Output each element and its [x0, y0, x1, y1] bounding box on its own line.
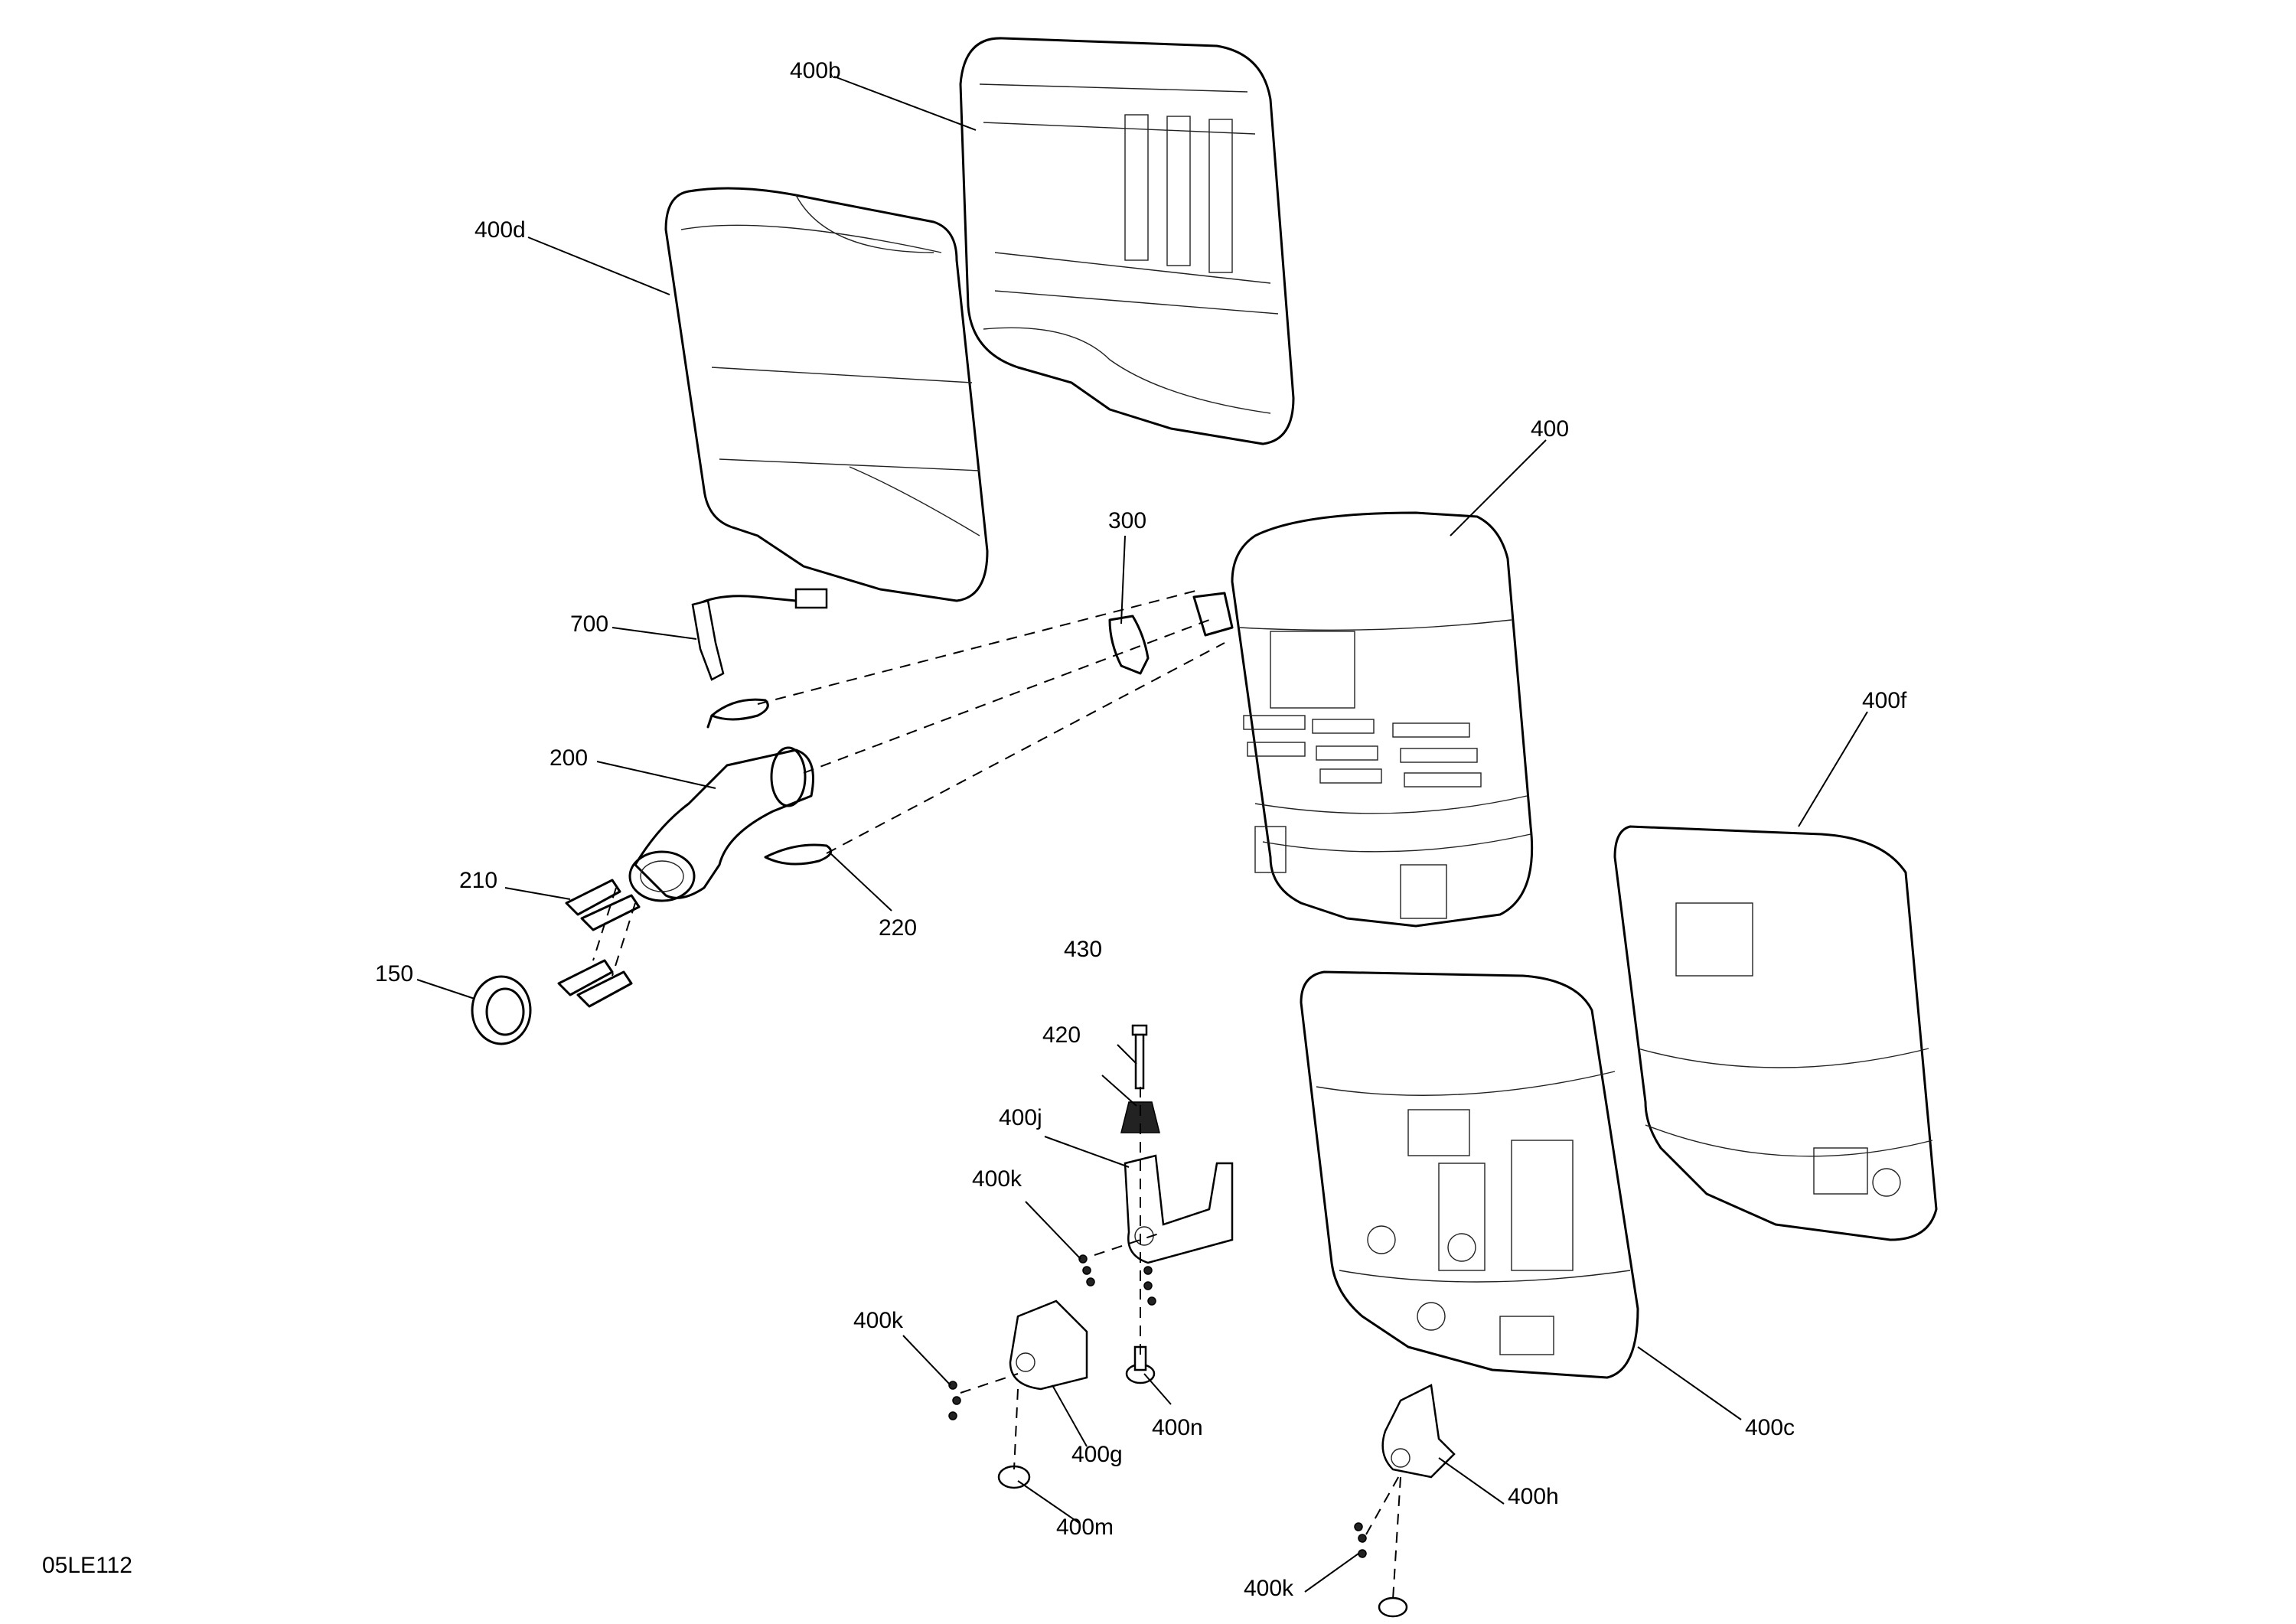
callout-400d: 400d — [475, 217, 526, 243]
callout-200: 200 — [550, 745, 588, 771]
heat-shield-400f — [1613, 825, 1938, 1241]
heat-shield-400d — [664, 187, 989, 602]
callout-400n: 400n — [1152, 1415, 1203, 1440]
callout-400c: 400c — [1745, 1415, 1795, 1440]
muffler-400 — [1192, 511, 1534, 928]
callout-400m: 400m — [1056, 1515, 1114, 1540]
alignment-lines — [592, 589, 1401, 1600]
callout-400k-2: 400k — [853, 1308, 904, 1333]
heat-shield-400b — [959, 37, 1295, 445]
callout-labels: 400b 400d 400 300 700 200 210 150 220 40… — [42, 58, 1907, 1601]
callout-700: 700 — [570, 611, 608, 637]
callout-400k-1: 400k — [972, 1166, 1022, 1192]
spring-220 — [764, 843, 833, 866]
spring-clamp-upper — [706, 698, 769, 729]
exhaust-pipe-200 — [628, 746, 814, 902]
bracket-400g — [1009, 1300, 1088, 1391]
oxygen-sensor-700 — [691, 588, 828, 681]
callout-150: 150 — [375, 961, 413, 986]
callout-430: 430 — [1064, 937, 1102, 962]
callout-400h: 400h — [1508, 1484, 1559, 1509]
screws-400k — [948, 1254, 1367, 1558]
bracket-400j — [1124, 1154, 1234, 1264]
grommet-420 — [1120, 1101, 1160, 1133]
callout-400j: 400j — [999, 1105, 1042, 1130]
callout-400g: 400g — [1071, 1442, 1123, 1467]
grommet-400m — [997, 1465, 1031, 1489]
callout-400b: 400b — [790, 58, 841, 83]
callout-420: 420 — [1042, 1022, 1081, 1048]
heat-shield-400c — [1300, 970, 1639, 1379]
callout-400f: 400f — [1862, 688, 1907, 713]
ring-150 — [471, 975, 532, 1045]
callout-220: 220 — [879, 915, 917, 941]
gasket-300 — [1108, 615, 1150, 675]
studs-210 — [557, 879, 641, 1008]
callout-300: 300 — [1108, 508, 1146, 533]
figure-code: 05LE112 — [42, 1553, 132, 1578]
grommet-lower — [1378, 1596, 1408, 1618]
bolt-430 — [1131, 1024, 1148, 1090]
callout-400: 400 — [1531, 416, 1569, 442]
leader-lines — [416, 76, 1868, 1593]
callout-210: 210 — [459, 868, 497, 893]
callout-400k-3: 400k — [1244, 1576, 1294, 1601]
bracket-400h — [1381, 1384, 1456, 1479]
